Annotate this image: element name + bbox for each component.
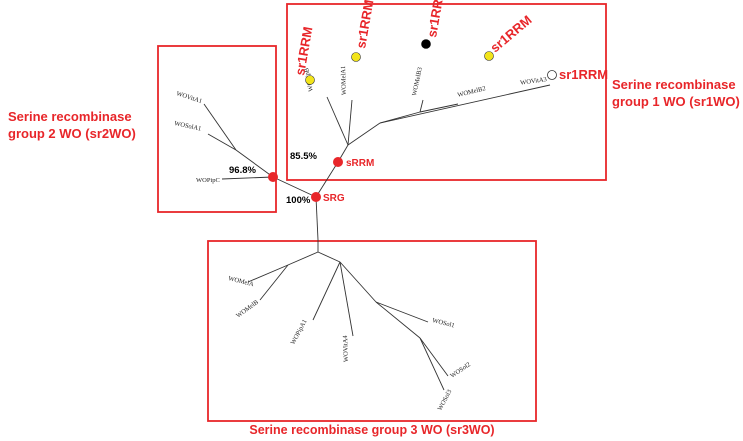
branch-wopipa1 bbox=[312, 261, 341, 321]
branch-wopipb bbox=[326, 96, 349, 146]
branch-sr2-inner bbox=[235, 149, 274, 178]
branch-sr3-deep2 bbox=[375, 301, 421, 339]
sr1-group-label-line1: Serine recombinase bbox=[612, 77, 736, 92]
leaf-label: WOMelB3 bbox=[411, 67, 424, 97]
support-sr1: 85.5% bbox=[290, 151, 317, 162]
sr1-group-box bbox=[286, 3, 607, 181]
branch-sr1-inner bbox=[347, 122, 381, 146]
branch-womelb3 bbox=[419, 99, 424, 113]
branch-sr3-deep bbox=[339, 261, 377, 303]
tree-branches bbox=[203, 84, 551, 391]
sr1-group-label-line2: group 1 WO (sr1WO) bbox=[612, 94, 740, 109]
branch-srg-srrm bbox=[315, 161, 339, 198]
sr3-group-label: Serine recombinase group 3 WO (sr3WO) bbox=[249, 423, 494, 437]
leaf-label: WOVitA4 bbox=[342, 335, 350, 363]
srg-node-dot bbox=[311, 192, 321, 202]
branch-wosol1 bbox=[375, 301, 429, 323]
branch-sr3-right bbox=[317, 251, 341, 263]
leaf-label: WOMelA1 bbox=[340, 66, 348, 95]
leaf-label: WOVitA1 bbox=[175, 90, 203, 105]
branch-wovita1 bbox=[203, 103, 237, 151]
branch-womela1 bbox=[347, 99, 353, 146]
rrm-label: sr1RRM bbox=[353, 0, 376, 50]
branch-wosol3 bbox=[419, 337, 445, 391]
branch-sr3-left bbox=[287, 251, 319, 266]
branch-wovita3 bbox=[379, 84, 551, 124]
leaf-label: WOSol3 bbox=[437, 389, 454, 412]
rrm-marker-yellow bbox=[351, 52, 361, 62]
rrm-marker-white bbox=[547, 70, 557, 80]
leaf-label: WOVitA3 bbox=[520, 76, 547, 87]
leaf-label: WOSol1 bbox=[432, 317, 456, 329]
branch-srg-sr3 bbox=[315, 196, 319, 241]
leaf-label: WOMelB bbox=[235, 298, 260, 319]
sr2-node-dot bbox=[268, 172, 278, 182]
branch-wosola1 bbox=[207, 133, 237, 151]
branch-womelb2 bbox=[419, 103, 459, 113]
branch-wovita4 bbox=[339, 261, 354, 337]
srrm-node-dot bbox=[333, 157, 343, 167]
leaf-label: WOSol2 bbox=[449, 361, 472, 380]
leaf-label: WOMelA bbox=[228, 275, 255, 288]
leaf-label: WOPipA1 bbox=[290, 318, 309, 346]
branch-womelb bbox=[259, 264, 289, 301]
leaf-label: WOMelB2 bbox=[457, 85, 487, 99]
sr2-group-label-line2: group 2 WO (sr2WO) bbox=[8, 126, 136, 141]
sr2-group-label-line1: Serine recombinase bbox=[8, 109, 132, 124]
branch-womela bbox=[247, 264, 289, 283]
branch-wosol2 bbox=[419, 337, 449, 377]
leaf-label: WOPipC bbox=[196, 177, 220, 184]
rrm-marker-yellow bbox=[305, 75, 315, 85]
rrm-label: sr1RRM bbox=[424, 0, 447, 39]
rrm-label: sr1RRM bbox=[292, 26, 315, 77]
rrm-label: sr1RRM bbox=[487, 12, 534, 55]
srrm-node-label: sRRM bbox=[346, 158, 374, 169]
support-root: 100% bbox=[286, 195, 311, 206]
sr2-group-box bbox=[157, 45, 277, 213]
rrm-marker-black bbox=[421, 39, 431, 49]
rrm-label: sr1RRM bbox=[559, 67, 608, 82]
support-sr2: 96.8% bbox=[229, 165, 256, 176]
srg-node-label: SRG bbox=[323, 193, 345, 204]
branch-wopipc bbox=[221, 176, 274, 180]
rrm-marker-yellow bbox=[484, 51, 494, 61]
leaf-label: WOSolA1 bbox=[174, 120, 202, 133]
branch-srg-sr2 bbox=[272, 176, 317, 198]
sr3-group-box bbox=[207, 240, 537, 422]
